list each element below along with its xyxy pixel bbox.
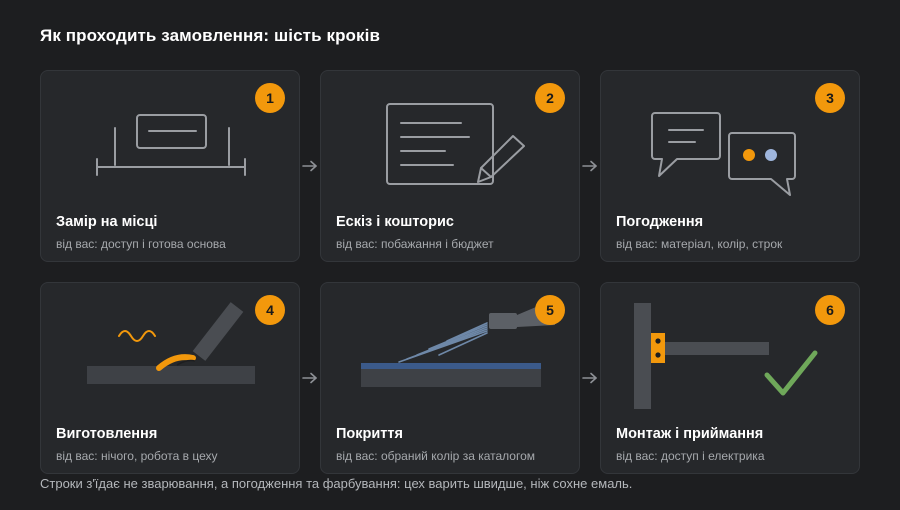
step-title: Погодження bbox=[616, 214, 704, 230]
step-card-4: 4 Виготовлення від вас: нічого, робота в… bbox=[40, 282, 300, 474]
chat-icon bbox=[651, 112, 796, 196]
step-title: Замір на місці bbox=[56, 214, 158, 230]
step-title: Ескіз і кошторис bbox=[336, 214, 454, 230]
measure-icon bbox=[96, 114, 246, 176]
step-title: Монтаж і приймання bbox=[616, 426, 764, 442]
step-subtitle: від вас: побажання і бюджет bbox=[336, 237, 494, 251]
step-subtitle: від вас: нічого, робота в цеху bbox=[56, 449, 218, 463]
step-title: Покриття bbox=[336, 426, 403, 442]
step-number-badge: 3 bbox=[815, 83, 845, 113]
install-check-icon bbox=[634, 303, 818, 409]
step-subtitle: від вас: доступ і готова основа bbox=[56, 237, 226, 251]
step-number-badge: 1 bbox=[255, 83, 285, 113]
arrow-right-icon bbox=[582, 160, 597, 172]
step-card-1: 1 Замір на місці від вас: доступ і готов… bbox=[40, 70, 300, 262]
arrow-right-icon bbox=[582, 372, 597, 384]
step-card-6: 6 Монтаж і приймання від вас: доступ і е… bbox=[600, 282, 860, 474]
sketch-icon bbox=[386, 103, 525, 185]
step-number-badge: 6 bbox=[815, 295, 845, 325]
step-subtitle: від вас: доступ і електрика bbox=[616, 449, 765, 463]
step-number-badge: 2 bbox=[535, 83, 565, 113]
step-subtitle: від вас: обраний колір за каталогом bbox=[336, 449, 536, 463]
footnote: Строки з'їдає не зварювання, а погодженн… bbox=[40, 476, 633, 491]
step-title: Виготовлення bbox=[56, 426, 158, 442]
step-card-3: 3 Погодження від вас: матеріал, колір, с… bbox=[600, 70, 860, 262]
step-card-5: 5 Покриття від вас: обраний колір за кат… bbox=[320, 282, 580, 474]
step-subtitle: від вас: матеріал, колір, строк bbox=[616, 237, 783, 251]
page-title: Як проходить замовлення: шість кроків bbox=[40, 26, 381, 45]
welding-icon bbox=[87, 302, 255, 384]
step-number-badge: 5 bbox=[535, 295, 565, 325]
step-card-2: 2 Ескіз і кошторис від вас: побажання і … bbox=[320, 70, 580, 262]
step-number-badge: 4 bbox=[255, 295, 285, 325]
arrow-right-icon bbox=[302, 160, 317, 172]
arrow-right-icon bbox=[302, 372, 317, 384]
